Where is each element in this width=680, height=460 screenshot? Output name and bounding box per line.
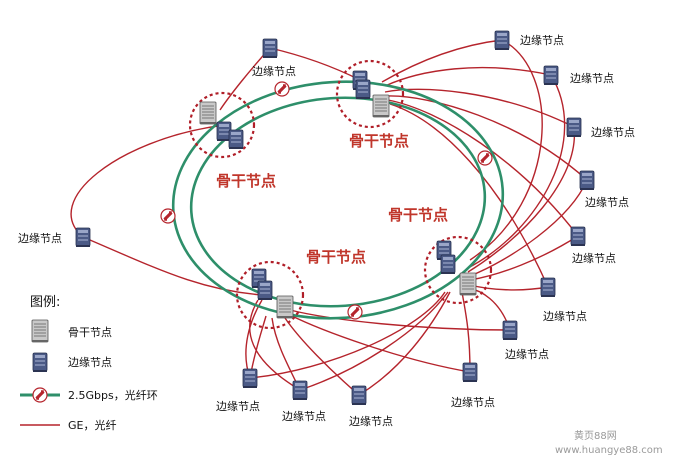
legend: 图例: 骨干节点 边缘节点 2.5Gbps，光纤环 GE，光纤 <box>20 295 158 432</box>
edge-node-icon <box>566 117 582 138</box>
watermark: 黄页88网 www.huangye88.com <box>555 429 663 456</box>
fiber-link <box>389 103 549 288</box>
fiber-rings <box>171 80 505 320</box>
edge-label: 边缘节点 <box>505 348 549 361</box>
edge-label: 边缘节点 <box>591 126 635 139</box>
edge-label: 边缘节点 <box>543 310 587 323</box>
fiber-link <box>384 66 552 87</box>
core-label: 骨干节点 <box>388 206 448 224</box>
legend-label: GE，光纤 <box>68 418 116 432</box>
ge-fiber-links <box>70 39 588 396</box>
edge-node-icon <box>242 368 258 389</box>
edge-label: 边缘节点 <box>216 400 260 413</box>
core-cluster-top <box>335 59 405 129</box>
edge-label: 边缘节点 <box>572 252 616 265</box>
core-label: 骨干节点 <box>349 132 409 150</box>
edge-label: 边缘节点 <box>585 196 629 209</box>
edge-label: 边缘节点 <box>570 72 614 85</box>
edge-node-icon <box>579 170 595 191</box>
edge-labels: 边缘节点 边缘节点 边缘节点 边缘节点 边缘节点 边缘节点 边缘节点 边缘节点 … <box>18 34 635 428</box>
edge-label: 边缘节点 <box>451 396 495 409</box>
core-node-icon <box>31 319 49 343</box>
fiber-link <box>219 47 271 111</box>
inner-fiber-ring <box>189 96 487 308</box>
core-label: 骨干节点 <box>306 248 366 266</box>
fiber-link <box>381 39 503 83</box>
core-clusters <box>188 59 493 330</box>
core-labels: 骨干节点 骨干节点 骨干节点 骨干节点 <box>216 132 448 266</box>
fiber-link <box>469 235 579 281</box>
core-node-icon <box>372 94 390 118</box>
edge-node-icon <box>32 352 48 373</box>
fiber-ring-icon <box>20 387 60 403</box>
fiber-link <box>284 317 360 396</box>
fiber-link <box>271 317 301 391</box>
edge-label: 边缘节点 <box>252 65 296 78</box>
outer-fiber-ring <box>171 80 505 320</box>
fiber-link <box>469 284 549 291</box>
legend-title: 图例: <box>30 295 60 310</box>
edge-node-icon <box>502 320 518 341</box>
fiber-link <box>299 291 449 391</box>
fiber-link <box>289 314 471 373</box>
edge-node-icon <box>570 226 586 247</box>
legend-label: 骨干节点 <box>68 326 112 339</box>
edge-node-icon <box>543 65 559 86</box>
legend-label: 边缘节点 <box>68 356 112 369</box>
fiber-link <box>469 39 543 261</box>
edge-node-icon <box>351 385 367 406</box>
core-cluster-right <box>423 235 493 305</box>
edge-label: 边缘节点 <box>282 410 326 423</box>
core-node-icon <box>276 295 294 319</box>
edge-label: 边缘节点 <box>349 415 393 428</box>
edge-node-icon <box>75 227 91 248</box>
fiber-link <box>82 236 263 296</box>
edge-node-icon <box>262 38 278 59</box>
edge-node-icon <box>540 277 556 298</box>
fiber-link <box>469 179 588 277</box>
watermark-line-1: 黄页88网 <box>574 429 617 442</box>
core-label: 骨干节点 <box>216 172 276 190</box>
edge-node-icon <box>462 362 478 383</box>
edge-node-icon <box>355 79 371 100</box>
edge-node-icon <box>257 280 273 301</box>
fiber-link <box>358 291 451 396</box>
fiber-link <box>70 125 219 238</box>
fiber-link <box>289 309 511 331</box>
edge-node-icon <box>494 30 510 51</box>
core-node-icon <box>199 101 217 125</box>
core-node-icon <box>459 272 477 296</box>
edge-label: 边缘节点 <box>520 34 564 47</box>
edge-node-icon <box>292 380 308 401</box>
fiber-link <box>467 74 566 269</box>
legend-label: 2.5Gbps，光纤环 <box>68 388 158 402</box>
edge-node-icon <box>228 129 244 150</box>
fiber-link <box>387 99 579 237</box>
edge-node-icon <box>440 254 456 275</box>
core-cluster-top-left <box>188 91 256 159</box>
core-cluster-bottom-left <box>235 260 305 330</box>
fiber-link <box>384 88 575 128</box>
watermark-line-2: www.huangye88.com <box>555 445 663 456</box>
fiber-link <box>461 291 471 373</box>
fiber-link <box>467 126 576 273</box>
fiber-link <box>269 47 361 81</box>
fiber-link <box>387 95 588 181</box>
fiber-link <box>249 299 301 391</box>
fiber-link <box>249 291 446 379</box>
edge-label: 边缘节点 <box>18 232 62 245</box>
